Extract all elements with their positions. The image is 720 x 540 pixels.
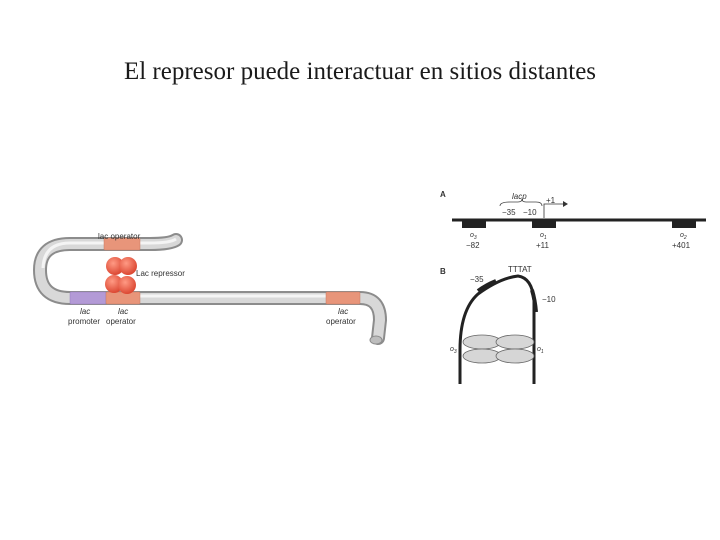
dna-end-cap (369, 335, 383, 345)
panel-b-o3-sub: 3 (454, 349, 457, 355)
top-operator-segment (103, 237, 141, 251)
panel-b-tttat: TTTAT (508, 265, 532, 274)
panel-b-o3-label: o3 (450, 346, 457, 355)
operator-1-segment (105, 291, 141, 305)
top-operator-label: lac operator (98, 232, 141, 241)
promoter-label-line2: promoter (68, 317, 100, 326)
panel-b: B −35 TTTAT −10 o3 o1 (440, 265, 556, 384)
panel-a-o2-box (672, 221, 696, 228)
slide-title: El represor puede interactuar en sitios … (123, 58, 597, 85)
operator-2-segment (325, 291, 361, 305)
panel-a-o3-label: o3 (470, 232, 477, 241)
panel-a-minus10: −10 (523, 208, 537, 217)
panel-b-minus35: −35 (470, 275, 484, 284)
operator-1-label-line2: operator (106, 317, 136, 326)
repressor-label: Lac repressor (136, 269, 185, 278)
panel-a-o3-box (462, 221, 486, 228)
panel-a-brace (499, 198, 543, 207)
panel-a-letter: A (440, 190, 446, 199)
panel-a-pos-o3: −82 (466, 241, 480, 250)
panel-a-o2-label: o2 (680, 232, 687, 241)
panel-b-dna-loop (458, 274, 536, 384)
panel-b-o1-label: o1 (537, 346, 544, 355)
panel-b-minus10-marker (530, 289, 538, 313)
panel-a-pos-o2: +401 (672, 241, 691, 250)
panel-b-minus35-marker (476, 279, 497, 293)
panel-b-minus10: −10 (542, 295, 556, 304)
operator-2-label-line2: operator (326, 317, 356, 326)
panel-a-start-arrow (543, 203, 566, 218)
operator-2-label-line1: lac (338, 307, 348, 316)
promoter-label-line1: lac (80, 307, 90, 316)
panel-a-o2-letter: o (680, 232, 684, 239)
panel-b-o1-letter: o (537, 346, 541, 353)
lac-repressor (105, 257, 137, 294)
panel-a-o1-label: o1 (540, 232, 547, 241)
panel-a-lacp: lacp (512, 192, 527, 201)
panel-a-pos-o1: +11 (536, 241, 550, 250)
panel-a-plus1: +1 (546, 196, 556, 205)
panel-a-o2-sub: 2 (683, 235, 687, 241)
panel-b-repressor (462, 334, 535, 364)
panel-a-o3-sub: 3 (474, 235, 477, 241)
panel-a-minus35: −35 (502, 208, 516, 217)
dna-loop-diagram: lac operator Lac repressor lac promoter … (32, 232, 388, 345)
promoter-segment (69, 291, 107, 305)
panel-a-o1-letter: o (540, 232, 544, 239)
panel-a: A lacp +1 −35 −10 o3 o1 o2 −82 +11 +401 (440, 190, 706, 250)
panel-a-o1-sub: 1 (544, 235, 547, 241)
panel-a-o1-box (532, 221, 556, 228)
panel-b-o1-sub: 1 (541, 349, 544, 355)
operator-1-label-line1: lac (118, 307, 128, 316)
panel-b-letter: B (440, 267, 446, 276)
panel-b-o3-letter: o (450, 346, 454, 353)
panel-a-o3-letter: o (470, 232, 474, 239)
